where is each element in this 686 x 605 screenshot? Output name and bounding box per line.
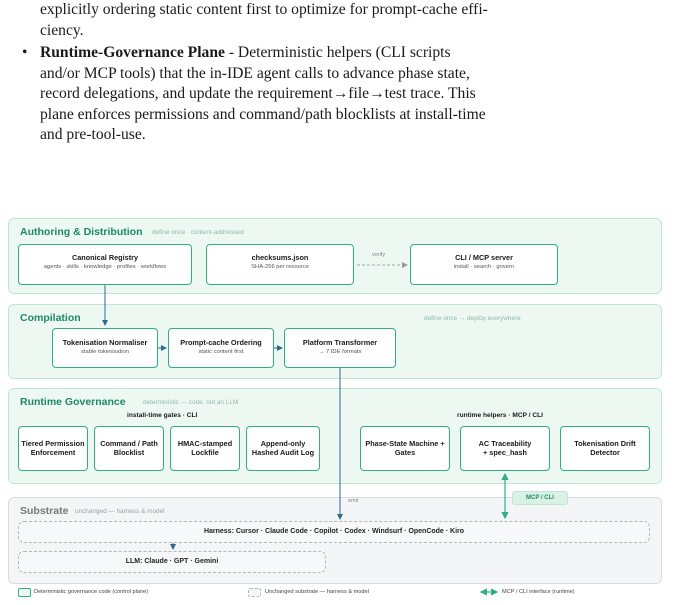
compilation-subtitle: define once → deploy everywhere [424, 315, 521, 322]
box-title: AC Traceability [478, 439, 532, 448]
verify-label: verify [372, 252, 386, 258]
audit-log-box: Append-only Hashed Audit Log [246, 426, 320, 471]
canonical-registry-box: Canonical Registry agents · skills · kno… [18, 244, 192, 285]
box-title: Phase-State Machine + Gates [365, 439, 445, 457]
box-subtitle: install · search · govern [453, 264, 515, 270]
harness-label: Harness: Cursor · Claude Code · Copilot … [203, 528, 465, 535]
lockfile-box: HMAC-stamped Lockfile [170, 426, 240, 471]
llm-box: LLM: Claude · GPT · Gemini [18, 551, 326, 573]
box-title: checksums.json [251, 253, 309, 262]
substrate-title: Substrate [20, 505, 69, 517]
legend-governance: Deterministic governance code (control p… [34, 589, 149, 595]
legend-substrate-swatch [248, 588, 261, 597]
box-subtitle: stable tokenisation [80, 349, 130, 355]
install-gates-group-label: install-time gates · CLI [127, 412, 198, 419]
box-subtitle: → 7 IDE formats [318, 349, 362, 355]
box-title: HMAC-stamped Lockfile [177, 439, 233, 457]
prose-line: and pre-tool-use. [40, 126, 146, 143]
bullet-term: Runtime-Governance Plane [40, 44, 225, 61]
prose-line: record delegations, and update the requi… [40, 85, 476, 102]
bullet-symbol: • [22, 44, 28, 61]
prose-line: and/or MCP tools) that the in-IDE agent … [40, 64, 470, 82]
box-title: Tokenisation Normaliser [62, 338, 148, 347]
authoring-subtitle: define once · content-addressed [152, 229, 244, 236]
drift-detector-box: Tokenisation Drift Detector [560, 426, 650, 471]
llm-label: LLM: Claude · GPT · Gemini [125, 558, 219, 565]
box-title: CLI / MCP server [455, 253, 513, 262]
tiered-permission-box: Tiered Permission Enforcement [18, 426, 88, 471]
ac-traceability-box: AC Traceability + spec_hash [460, 426, 550, 471]
prompt-cache-ordering-box: Prompt-cache Ordering static content fir… [168, 328, 274, 368]
prose-line: plane enforces permissions and command/p… [40, 105, 486, 123]
runtime-helpers-group-label: runtime helpers · MCP / CLI [457, 412, 543, 419]
phase-state-box: Phase-State Machine + Gates [360, 426, 450, 471]
box-subtitle: static content first [198, 349, 244, 355]
legend-governance-swatch [18, 588, 31, 597]
checksums-box: checksums.json SHA-256 per resource [206, 244, 354, 285]
legend-interface: MCP / CLI interface (runtime) [502, 589, 575, 595]
box-title: + spec_hash [482, 448, 527, 457]
prose-line: explicitly ordering static content first… [40, 1, 488, 18]
runtime-subtitle: deterministic — code, not an LLM [143, 399, 239, 406]
harness-box: Harness: Cursor · Claude Code · Copilot … [18, 521, 650, 543]
bullet-text: - Deterministic helpers (CLI scripts [224, 44, 451, 61]
runtime-title: Runtime Governance [20, 396, 126, 408]
box-subtitle: SHA-256 per resource [251, 264, 309, 270]
mcp-cli-tag: MCP / CLI [512, 491, 568, 505]
authoring-title: Authoring & Distribution [20, 226, 143, 238]
substrate-subtitle: unchanged — harness & model [75, 508, 165, 515]
box-title: Tiered Permission Enforcement [21, 439, 85, 457]
box-title: Platform Transformer [302, 338, 378, 347]
body-text: explicitly ordering static content first… [18, 0, 676, 146]
box-title: Command / Path Blocklist [100, 439, 158, 457]
box-subtitle: agents · skills · knowledge · profiles ·… [43, 264, 167, 270]
box-title: Canonical Registry [71, 253, 139, 262]
tokenisation-normaliser-box: Tokenisation Normaliser stable tokenisat… [52, 328, 158, 368]
blocklist-box: Command / Path Blocklist [94, 426, 164, 471]
prose-line: ciency. [40, 21, 84, 39]
compilation-title: Compilation [20, 312, 81, 324]
emit-label: emit [348, 498, 359, 504]
bullet-item: • Runtime-Governance Plane - Deterministi… [18, 43, 676, 64]
legend-substrate: Unchanged substrate — harness & model [265, 589, 369, 595]
box-title: Tokenisation Drift Detector [574, 439, 636, 457]
box-title: Append-only Hashed Audit Log [251, 439, 315, 457]
box-title: Prompt-cache Ordering [180, 338, 262, 347]
cli-mcp-box: CLI / MCP server install · search · gove… [410, 244, 558, 285]
platform-transformer-box: Platform Transformer → 7 IDE formats [284, 328, 396, 368]
